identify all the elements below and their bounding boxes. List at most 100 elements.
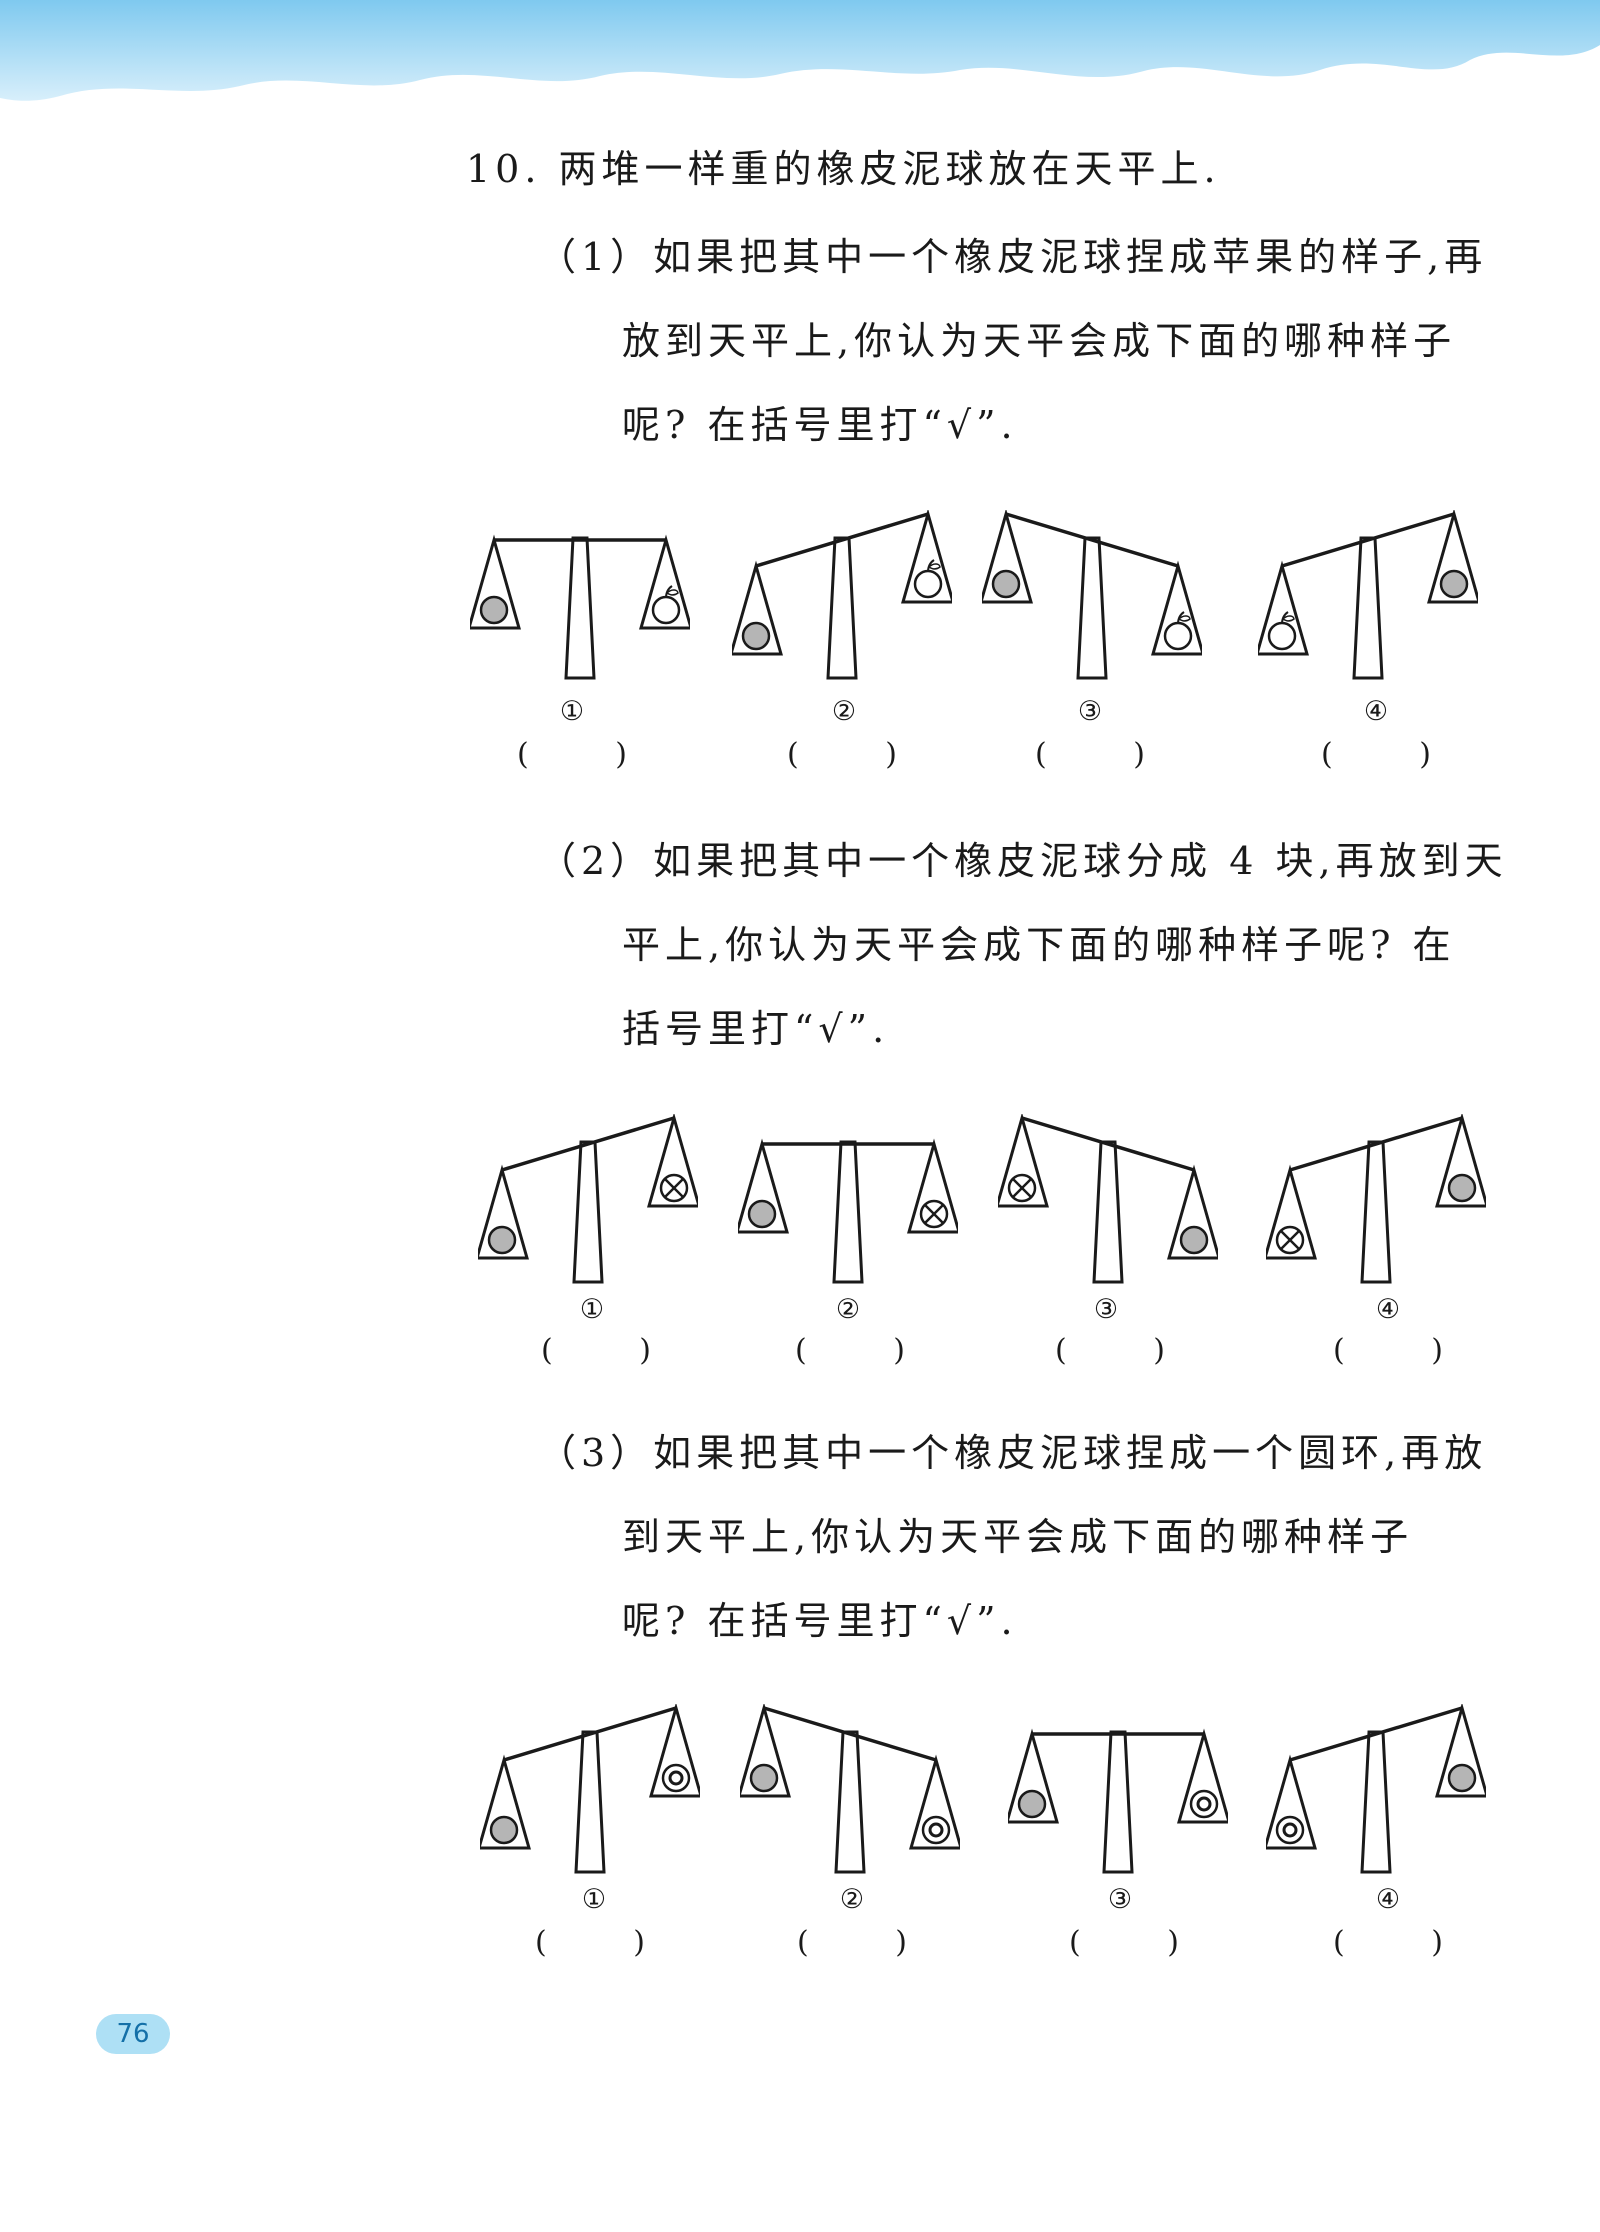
pieces-cut-b	[924, 1204, 944, 1224]
answer-blank-1-4[interactable]: ()	[1321, 737, 1431, 772]
answer-blank-2-2[interactable]: ()	[795, 1333, 905, 1368]
option-number-2-3: ③	[1093, 1294, 1119, 1325]
option-number-2-2: ②	[835, 1294, 861, 1325]
scale-stand	[574, 1730, 606, 1874]
scale-stand	[564, 536, 596, 680]
answer-blank-1-1[interactable]: ()	[517, 737, 627, 772]
clay-ball-icon	[749, 1763, 779, 1793]
part1-line1: （1）如果把其中一个橡皮泥球捏成苹果的样子,再	[538, 235, 1488, 279]
ball-shape	[1447, 1173, 1477, 1203]
clay-ball-icon	[741, 621, 771, 651]
answer-blank-2-3[interactable]: ()	[1055, 1333, 1165, 1368]
option-number-3-4: ④	[1375, 1884, 1401, 1915]
apple-body	[1267, 621, 1297, 651]
ball-shape	[991, 569, 1021, 599]
scale-stand	[832, 1140, 864, 1284]
scale-beam	[1281, 512, 1455, 568]
balance-scale-1-1	[470, 534, 690, 680]
ball-shape	[479, 595, 509, 625]
clay-pieces-icon	[919, 1199, 949, 1229]
option-number-3-1: ①	[581, 1884, 607, 1915]
clay-pieces-icon	[1275, 1225, 1305, 1255]
scale-beam	[755, 512, 929, 568]
balance-scale-3-1	[480, 1704, 700, 1874]
clay-apple-icon	[913, 559, 943, 599]
balance-scale-3-4	[1266, 1704, 1486, 1874]
ball-shape	[1017, 1789, 1047, 1819]
apple-stem	[1177, 611, 1185, 625]
ball-shape	[1439, 569, 1469, 599]
question-title: 10. 两堆一样重的橡皮泥球放在天平上.	[466, 147, 1221, 191]
part1-line2: 放到天平上,你认为天平会成下面的哪种样子	[622, 319, 1457, 363]
clay-ring-icon	[1189, 1789, 1219, 1819]
part2-line2: 平上,你认为天平会成下面的哪种样子呢? 在	[622, 923, 1456, 967]
part1-line3: 呢? 在括号里打“√”.	[622, 403, 1018, 447]
sky-header-banner	[0, 0, 1600, 101]
ring-inner	[1282, 1822, 1298, 1838]
answer-blank-3-3[interactable]: ()	[1069, 1925, 1179, 1960]
answer-blank-3-2[interactable]: ()	[797, 1925, 907, 1960]
scale-stand	[572, 1140, 604, 1284]
clay-ball-icon	[747, 1199, 777, 1229]
ball-shape	[487, 1225, 517, 1255]
balance-scale-1-2	[732, 510, 952, 680]
scale-beam	[1289, 1116, 1463, 1172]
part3-line1: （3）如果把其中一个橡皮泥球捏成一个圆环,再放	[538, 1431, 1488, 1475]
scale-beam	[1021, 1116, 1195, 1172]
ball-shape	[1447, 1763, 1477, 1793]
option-number-1-4: ④	[1363, 696, 1389, 727]
answer-blank-2-4[interactable]: ()	[1333, 1333, 1443, 1368]
apple-leaf	[1281, 615, 1295, 622]
apple-body	[913, 569, 943, 599]
clay-pieces-icon	[1007, 1173, 1037, 1203]
clay-apple-icon	[651, 585, 681, 625]
scale-stand	[1102, 1730, 1134, 1874]
apple-leaf	[1177, 615, 1191, 622]
option-number-3-2: ②	[839, 1884, 865, 1915]
scale-stand	[1360, 1140, 1392, 1284]
scale-beam	[763, 1706, 937, 1762]
part2-line1: （2）如果把其中一个橡皮泥球分成 4 块,再放到天	[538, 839, 1508, 883]
scale-beam	[1005, 512, 1179, 568]
apple-leaf	[927, 563, 941, 570]
page-number-badge: 76	[96, 2014, 170, 2054]
clay-ball-icon	[1447, 1173, 1477, 1203]
clay-ring-icon	[661, 1763, 691, 1793]
answer-blank-1-2[interactable]: ()	[787, 737, 897, 772]
option-number-1-1: ①	[559, 696, 585, 727]
balance-scale-3-2	[740, 1704, 960, 1874]
clay-ball-icon	[1017, 1789, 1047, 1819]
clay-ball-icon	[479, 595, 509, 625]
pieces-cut-b	[1012, 1178, 1032, 1198]
clay-ball-icon	[487, 1225, 517, 1255]
ball-shape	[741, 621, 771, 651]
balance-scale-2-2	[738, 1138, 958, 1284]
ring-inner	[928, 1822, 944, 1838]
scale-beam	[503, 1706, 677, 1762]
answer-blank-3-1[interactable]: ()	[535, 1925, 645, 1960]
clay-ball-icon	[991, 569, 1021, 599]
clay-ball-icon	[1439, 569, 1469, 599]
option-number-2-4: ④	[1375, 1294, 1401, 1325]
pieces-cut-b	[1280, 1230, 1300, 1250]
apple-stem	[927, 559, 935, 573]
clay-ring-icon	[921, 1815, 951, 1845]
scale-stand	[826, 536, 858, 680]
part3-line3: 呢? 在括号里打“√”.	[622, 1599, 1018, 1643]
option-number-1-3: ③	[1077, 696, 1103, 727]
answer-blank-1-3[interactable]: ()	[1035, 737, 1145, 772]
scale-stand	[1076, 536, 1108, 680]
scale-stand	[1092, 1140, 1124, 1284]
clay-ball-icon	[1447, 1763, 1477, 1793]
clay-pieces-icon	[659, 1173, 689, 1203]
answer-blank-3-4[interactable]: ()	[1333, 1925, 1443, 1960]
pieces-cut-b	[664, 1178, 684, 1198]
ring-inner	[1196, 1796, 1212, 1812]
clay-ball-icon	[489, 1815, 519, 1845]
clay-ring-icon	[1275, 1815, 1305, 1845]
answer-blank-2-1[interactable]: ()	[541, 1333, 651, 1368]
ball-shape	[749, 1763, 779, 1793]
apple-stem	[665, 585, 673, 599]
balance-scale-2-1	[478, 1114, 698, 1284]
clay-ball-icon	[1179, 1225, 1209, 1255]
